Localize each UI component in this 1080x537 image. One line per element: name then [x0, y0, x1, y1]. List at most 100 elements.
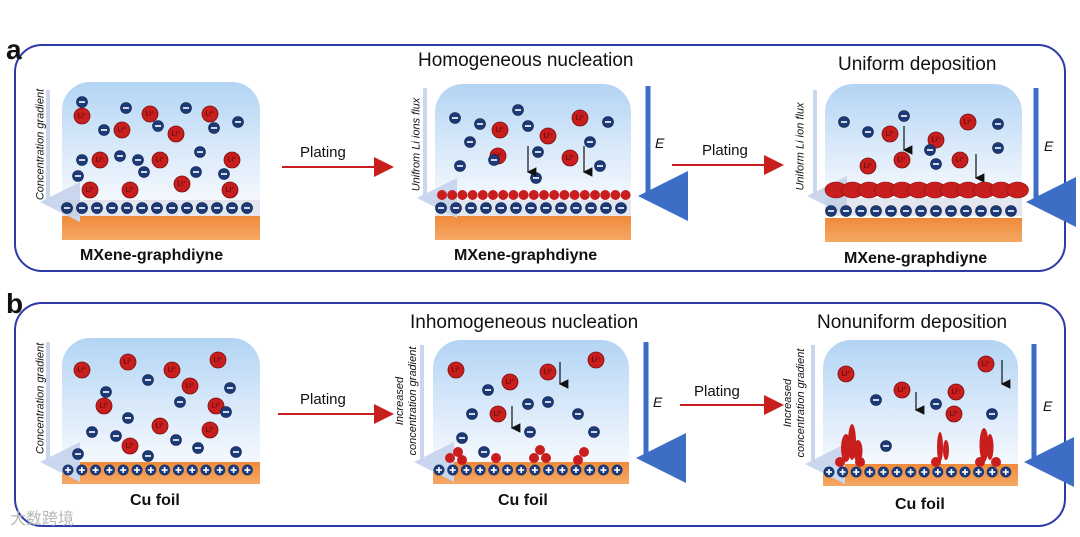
anion [522, 120, 534, 132]
cation [172, 464, 184, 476]
anion [91, 202, 103, 214]
cation [611, 464, 623, 476]
li-ion: Li⁺ [201, 421, 219, 439]
panel-a-stage2-title: Homogeneous nucleation [418, 50, 634, 71]
anion [142, 374, 154, 386]
cation [973, 466, 985, 478]
cation [543, 464, 555, 476]
li-nucleus [559, 190, 570, 200]
li-ion: Li⁺ [81, 181, 99, 199]
svg-text:Li⁺: Li⁺ [963, 119, 972, 126]
anion [121, 202, 133, 214]
li-nucleus [447, 190, 458, 200]
cation [117, 464, 129, 476]
cation [200, 464, 212, 476]
li-ion: Li⁺ [945, 405, 963, 423]
li-ion: Li⁺ [207, 397, 225, 415]
anion [488, 154, 500, 166]
svg-text:Li⁺: Li⁺ [117, 127, 126, 134]
li-ion: Li⁺ [119, 353, 137, 371]
svg-text:Li⁺: Li⁺ [85, 187, 94, 194]
li-ion: Li⁺ [893, 151, 911, 169]
svg-text:Li⁺: Li⁺ [205, 111, 214, 118]
panel-b-e-label-2: E [1043, 398, 1053, 414]
panel-b-substrate-label-2: Cu foil [498, 492, 548, 509]
li-nucleus [457, 190, 468, 200]
li-ion: Li⁺ [859, 157, 877, 175]
anion [132, 154, 144, 166]
anion [241, 202, 253, 214]
anion [840, 205, 852, 217]
li-ion: Li⁺ [539, 127, 557, 145]
panel-a-substrate-3 [825, 218, 1022, 242]
anion [615, 202, 627, 214]
cation [945, 466, 957, 478]
svg-text:Li⁺: Li⁺ [505, 379, 514, 386]
svg-text:Li⁺: Li⁺ [125, 187, 134, 194]
anion [480, 202, 492, 214]
cation [502, 464, 513, 476]
li-ion: Li⁺ [837, 365, 855, 383]
anion [855, 205, 867, 217]
li-nucleus [569, 190, 580, 200]
cation [570, 464, 582, 476]
anion [194, 146, 206, 158]
anion [930, 205, 942, 217]
anion [450, 202, 462, 214]
cation [891, 466, 903, 478]
panel-a-substrate-2 [435, 216, 631, 240]
svg-text:Li⁺: Li⁺ [211, 403, 220, 410]
cation [159, 464, 171, 476]
li-nucleus [835, 457, 845, 467]
cation [90, 464, 102, 476]
svg-text:Li⁺: Li⁺ [185, 383, 194, 390]
li-ion: Li⁺ [561, 149, 579, 167]
li-ion: Li⁺ [73, 361, 91, 379]
anion [208, 122, 220, 134]
anion [196, 202, 208, 214]
li-ion: Li⁺ [221, 181, 239, 199]
anion [495, 202, 507, 214]
anion [211, 202, 223, 214]
anion [825, 205, 837, 217]
anion [114, 150, 126, 162]
anion [594, 160, 606, 172]
panel-a-substrate-label-2: MXene-graphdiyne [454, 247, 598, 264]
anion [170, 434, 182, 446]
cation [186, 464, 198, 476]
anion [230, 446, 242, 458]
anion [915, 205, 927, 217]
li-nucleus [529, 453, 539, 463]
li-dendrite [979, 428, 989, 462]
li-ion: Li⁺ [209, 351, 227, 369]
anion [151, 202, 163, 214]
anion [465, 202, 477, 214]
anion [945, 205, 957, 217]
cation [837, 466, 849, 478]
anion [540, 202, 552, 214]
li-dendrite [943, 440, 949, 460]
li-nucleus [600, 190, 611, 200]
cation [823, 466, 835, 478]
svg-text:Li⁺: Li⁺ [99, 403, 108, 410]
anion [474, 118, 486, 130]
cation [850, 466, 862, 478]
panel-a-cell-1 [62, 82, 260, 202]
anion [862, 126, 874, 138]
anion [602, 116, 614, 128]
li-ion: Li⁺ [951, 151, 969, 169]
li-ion: Li⁺ [181, 377, 199, 395]
li-nucleus [437, 190, 447, 200]
anion [166, 202, 178, 214]
svg-text:Li⁺: Li⁺ [95, 157, 104, 164]
li-nucleus [528, 190, 539, 200]
li-nucleus [498, 190, 509, 200]
svg-text:Li⁺: Li⁺ [493, 411, 502, 418]
anion [570, 202, 582, 214]
cation [447, 464, 459, 476]
anion [880, 440, 892, 452]
panel-b-stage2-title: Inhomogeneous nucleation [410, 312, 639, 333]
anion [72, 170, 84, 182]
anion [449, 112, 461, 124]
